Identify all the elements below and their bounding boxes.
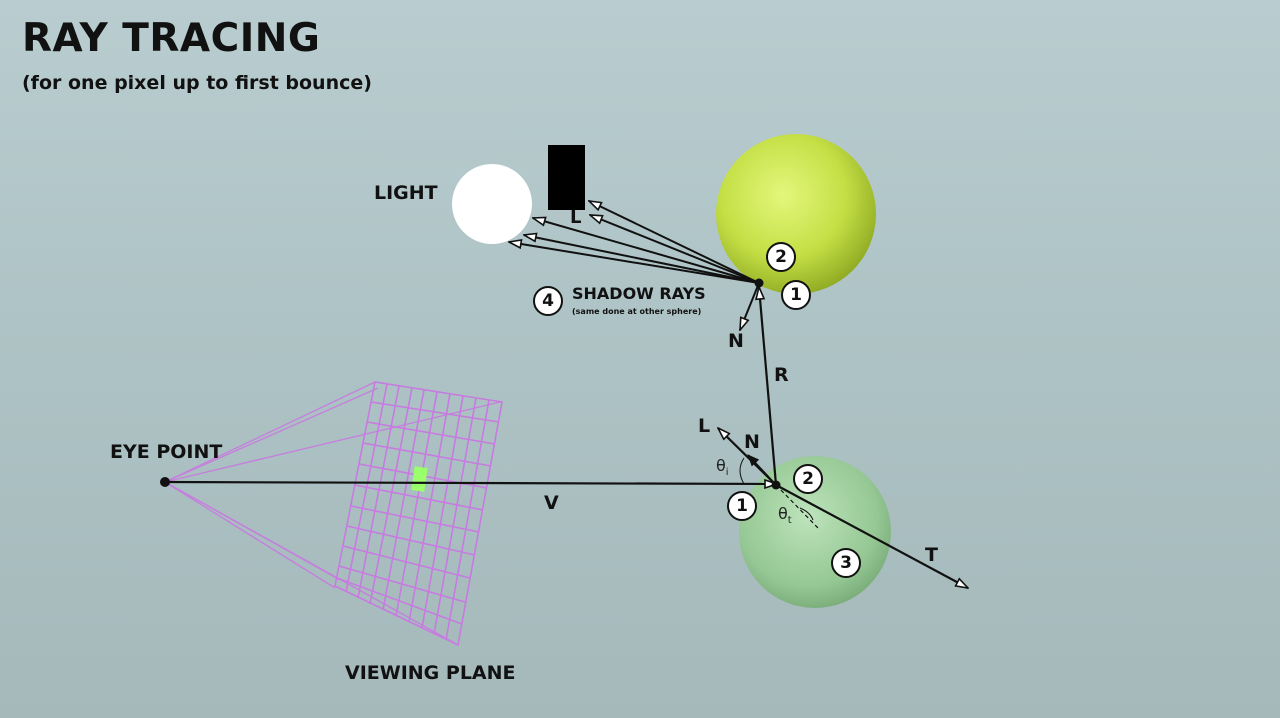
viewing-plane-label: VIEWING PLANE bbox=[345, 662, 516, 684]
eye-point-label: EYE POINT bbox=[110, 441, 223, 463]
light-label: LIGHT bbox=[374, 182, 438, 204]
page-title: RAY TRACING bbox=[22, 16, 321, 61]
shadow-rays-note: (same done at other sphere) bbox=[572, 307, 702, 316]
theta-i-arc bbox=[739, 457, 745, 485]
bottom-hit-point bbox=[771, 480, 781, 490]
theta-t-label: θt bbox=[778, 504, 792, 527]
highlighted-pixel bbox=[411, 466, 428, 492]
theta-t-arc bbox=[799, 507, 814, 521]
badge-bottom-3: 3 bbox=[831, 548, 861, 578]
shadow-rays-label: SHADOW RAYS bbox=[572, 284, 706, 303]
ray-t bbox=[775, 484, 968, 588]
normal-top bbox=[740, 282, 760, 330]
occluder-block bbox=[548, 145, 585, 210]
top-hit-point bbox=[754, 278, 764, 288]
normal-bottom-label: N bbox=[744, 431, 760, 453]
view-frustum bbox=[164, 381, 501, 646]
badge-top-1: 1 bbox=[781, 280, 811, 310]
ray-t-label: T bbox=[925, 544, 938, 566]
yellow-sphere bbox=[716, 134, 876, 294]
light-dir-bottom-label: L bbox=[698, 415, 711, 437]
badge-bottom-2: 2 bbox=[793, 464, 823, 494]
ray-v bbox=[164, 482, 777, 484]
ray-r bbox=[759, 287, 778, 486]
ray-r-label: R bbox=[774, 364, 789, 386]
badge-top-2: 2 bbox=[766, 242, 796, 272]
theta-i-label: θi bbox=[716, 456, 729, 479]
viewing-plane-grid bbox=[334, 381, 503, 647]
ray-v-label: V bbox=[544, 492, 559, 514]
badge-bottom-1: 1 bbox=[727, 491, 757, 521]
refraction-normal-dashed bbox=[775, 484, 821, 531]
light-dir-top-label: L bbox=[570, 207, 582, 228]
light-source bbox=[452, 164, 532, 244]
page-subtitle: (for one pixel up to first bounce) bbox=[22, 72, 372, 94]
normal-bottom bbox=[747, 454, 777, 486]
normal-top-label: N bbox=[728, 330, 744, 352]
shadow-rays bbox=[509, 201, 760, 284]
badge-shadow-4: 4 bbox=[533, 286, 563, 316]
